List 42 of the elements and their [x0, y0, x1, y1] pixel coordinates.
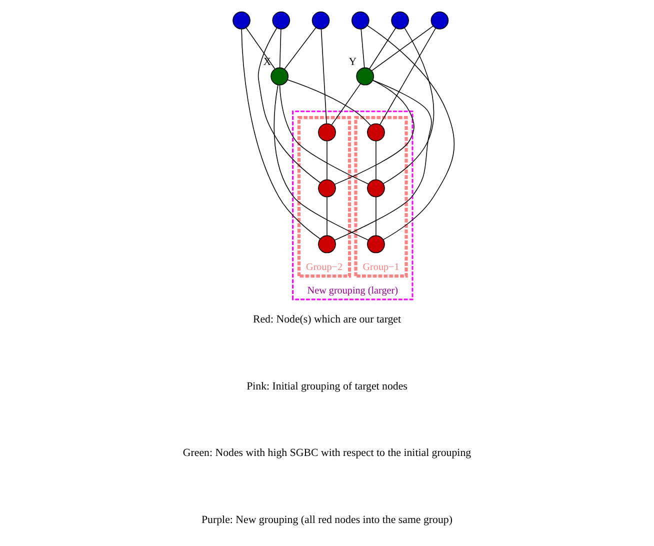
- node-label: Y: [348, 56, 357, 68]
- node-circle: [367, 235, 385, 254]
- connector: [326, 196, 328, 236]
- connector: [284, 27, 316, 70]
- connector: [383, 28, 434, 184]
- connector: [258, 28, 321, 184]
- node-circle: [367, 123, 385, 142]
- connector: [279, 84, 369, 184]
- node-circle: [367, 179, 385, 198]
- connector: [279, 28, 282, 68]
- label: Purple: New grouping (all red nodes into the same group): [202, 514, 452, 526]
- connector: [371, 26, 434, 72]
- connector: [241, 28, 321, 240]
- node-circle: [232, 11, 250, 30]
- node-circle: [318, 235, 336, 254]
- connector: [334, 80, 432, 241]
- cluster: Group−1: [354, 116, 408, 278]
- node-circle: [270, 67, 289, 86]
- connector: [320, 28, 327, 124]
- connector: [366, 25, 455, 240]
- node-label: X: [263, 56, 272, 68]
- label: Pink: Initial grouping of target nodes: [246, 380, 408, 392]
- connector: [360, 28, 365, 68]
- connector: [287, 79, 371, 126]
- node-circle: [356, 67, 374, 86]
- connector: [369, 27, 396, 70]
- node-circle: [430, 11, 449, 30]
- node-circle: [318, 123, 336, 142]
- node-circle: [318, 179, 336, 198]
- node-circle: [351, 11, 370, 30]
- connector: [334, 80, 414, 185]
- connector: [331, 83, 361, 126]
- label: Red: Node(s) which are our target: [252, 314, 402, 326]
- connector: [274, 84, 369, 240]
- node-circle: [272, 11, 290, 30]
- label: Green: Nodes with high SGBC with respect to the initial grouping: [182, 447, 472, 460]
- connector: [380, 28, 436, 126]
- connector: [326, 140, 328, 180]
- connector: [246, 27, 276, 70]
- node-circle: [391, 11, 409, 30]
- cluster: Group−2: [297, 116, 352, 278]
- node-circle: [312, 11, 330, 30]
